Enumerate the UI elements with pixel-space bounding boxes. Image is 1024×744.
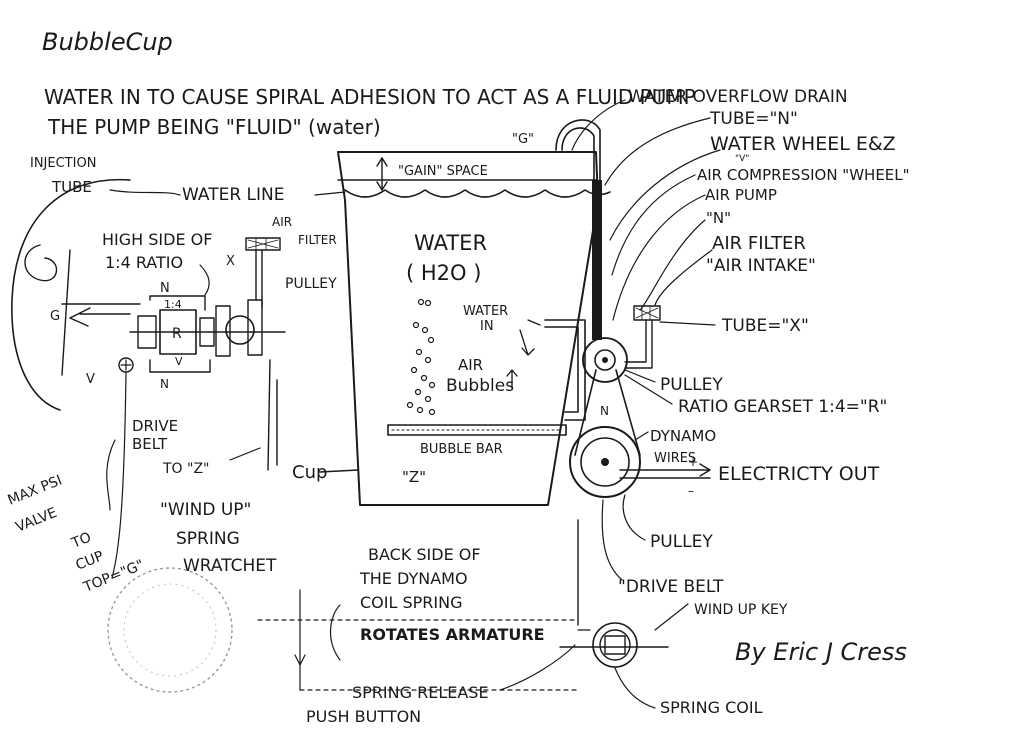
to-z-label: TO "Z" — [162, 461, 210, 477]
drive-belt-left-2: BELT — [132, 435, 168, 453]
ratio-gearset-label: RATIO GEARSET 1:4="R" — [678, 397, 887, 417]
injection-label-1: INJECTION — [30, 156, 96, 171]
r-mark: R — [172, 326, 182, 342]
air-compression-label: AIR COMPRESSION "WHEEL" — [697, 166, 910, 184]
tube-x-label: TUBE="X" — [721, 316, 809, 336]
air-bubbles — [406, 298, 436, 416]
flow-arrows — [506, 319, 541, 389]
n-mark-top: N — [160, 281, 170, 296]
max-psi-label-2: VALVE — [14, 505, 60, 536]
g-top-mark: "G" — [512, 132, 534, 147]
wind-up-key-label: WIND UP KEY — [694, 602, 788, 618]
to-cup-label-2: CUP — [74, 548, 106, 573]
bubbles-label: Bubbles — [446, 376, 514, 396]
bubble-bar-label: BUBBLE BAR — [420, 442, 503, 457]
z-mark: "Z" — [402, 468, 426, 486]
plus-mark: + — [688, 455, 698, 469]
sketch-title: BubbleCup — [42, 28, 173, 56]
water-line-pointer — [314, 191, 346, 196]
water-label: WATER — [414, 231, 487, 255]
n-label: "N" — [706, 209, 731, 227]
wires-label: WIRES — [654, 451, 696, 466]
spring-release-pointer — [499, 644, 576, 691]
pulley-lower-label: PULLEY — [650, 532, 713, 552]
pulley-left-label: PULLEY — [285, 276, 337, 292]
spring-release-label: SPRING RELEASE — [352, 683, 489, 702]
air-pump-wheel — [582, 337, 628, 383]
high-side-label-2: 1:4 RATIO — [105, 253, 183, 272]
back-side-label-2: THE DYNAMO — [359, 569, 468, 588]
air-filter-label: AIR FILTER — [712, 233, 806, 254]
drive-belt-right-label: "DRIVE BELT — [618, 577, 724, 597]
air-intake-label: "AIR INTAKE" — [706, 256, 816, 276]
cup-label: Cup — [292, 462, 327, 483]
water-wheel-tube — [592, 180, 602, 340]
v-mark-inner: V — [175, 355, 183, 368]
cup-body — [337, 151, 611, 506]
rotates-armature-label: ROTATES ARMATURE — [360, 625, 545, 644]
pulley-right-label: PULLEY — [660, 375, 723, 395]
back-side-label-3: COIL SPRING — [360, 593, 463, 612]
gear-assembly-left — [118, 295, 286, 373]
air-label: AIR — [458, 356, 483, 374]
back-side-label-1: BACK SIDE OF — [368, 545, 481, 564]
drive-belt-left — [267, 359, 278, 471]
spring-coil — [559, 622, 669, 668]
tube-n-label: TUBE="N" — [709, 109, 798, 129]
to-cup-label-1: TO — [69, 530, 94, 553]
air-filter-label-left-1: AIR — [272, 215, 292, 229]
wind-up-label-1: "WIND UP" — [160, 500, 251, 520]
overflow-drain-label: WATER OVERFLOW DRAIN — [628, 87, 848, 107]
high-side-label-1: HIGH SIDE OF — [102, 230, 212, 249]
cup-pointer — [319, 469, 359, 473]
bubble-bar — [387, 424, 567, 436]
injection-loop — [11, 178, 141, 411]
injection-label-2: TUBE — [51, 178, 92, 196]
air-pump-label: AIR PUMP — [705, 186, 777, 204]
water-wheel-label: WATER WHEEL E&Z — [710, 133, 896, 155]
n-small-label: N — [600, 404, 609, 418]
push-button-label: PUSH BUTTON — [306, 707, 421, 726]
v-small-label: "V" — [735, 154, 749, 164]
n-mark-bottom: N — [160, 377, 169, 391]
gain-space-label: "GAIN" SPACE — [398, 164, 488, 179]
right-leader-lines — [571, 99, 721, 709]
max-psi-label-1: MAX PSI — [6, 472, 65, 508]
water-in-label-1: WATER — [463, 304, 508, 319]
minus-mark: – — [688, 484, 694, 498]
water-line-label: WATER LINE — [182, 185, 284, 205]
v-mark-outer: V — [86, 372, 95, 387]
output-wires — [619, 463, 711, 479]
g-mark: G — [50, 309, 60, 324]
ratio-mark: 1:4 — [164, 298, 182, 311]
x-mark: X — [226, 254, 235, 269]
wind-up-label-3: WRATCHET — [183, 556, 277, 576]
h2o-label: ( H2O ) — [406, 261, 481, 285]
back-side-frame — [257, 589, 591, 691]
dynamo-label: DYNAMO — [650, 427, 716, 445]
drive-belt-left-1: DRIVE — [132, 417, 178, 435]
spring-coil-label: SPRING COIL — [660, 698, 763, 717]
dynamo — [569, 426, 641, 498]
wind-up-label-2: SPRING — [176, 529, 240, 549]
air-filter-box-right — [624, 305, 661, 369]
subtitle-line-1: WATER IN TO CAUSE SPIRAL ADHESION TO ACT… — [44, 85, 696, 109]
signature: By Eric J Cress — [735, 638, 907, 666]
overflow-drain-tube — [555, 119, 601, 331]
left-leader-lines — [106, 189, 261, 579]
air-filter-box-left — [245, 237, 281, 309]
subtitle-line-2: THE PUMP BEING "FLUID" (water) — [47, 115, 381, 139]
air-filter-label-left-2: FILTER — [298, 233, 337, 247]
faded-stamp — [107, 567, 233, 693]
water-in-label-2: IN — [480, 319, 494, 334]
electricity-out-label: ELECTRICTY OUT — [718, 463, 880, 485]
drive-belt-right — [574, 369, 641, 456]
